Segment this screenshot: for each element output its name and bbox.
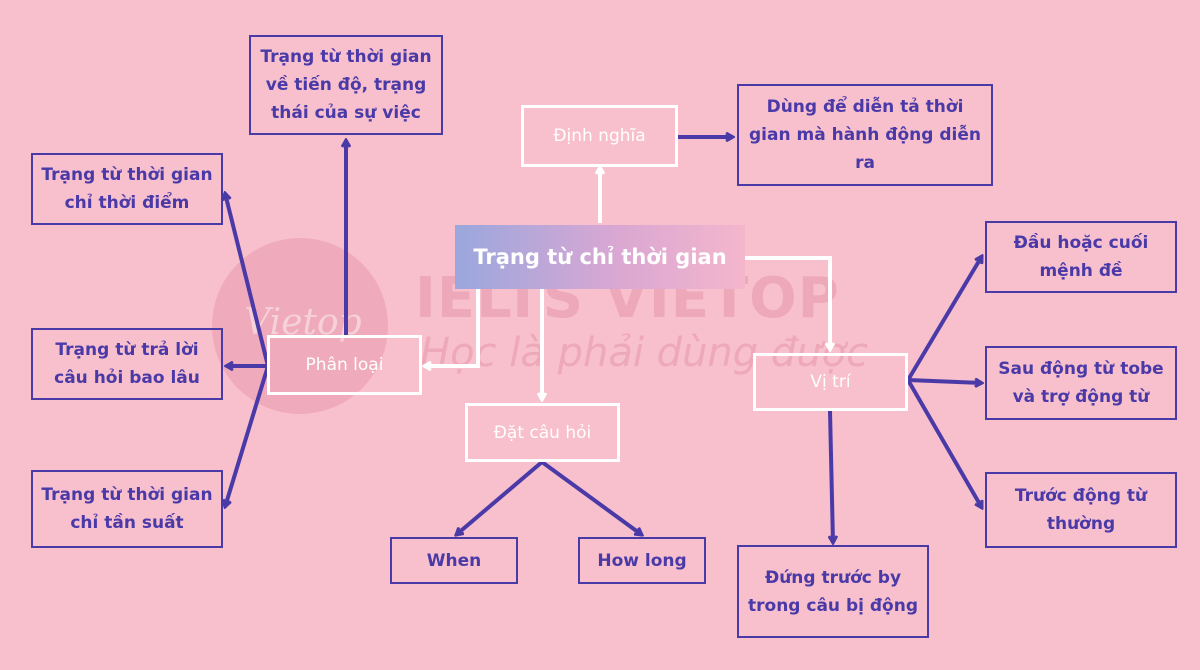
connector-position-start-end — [906, 256, 984, 382]
classification-node: Phân loại — [267, 335, 422, 395]
questions-node: Đặt câu hỏi — [465, 403, 620, 462]
classification-item-text: Trạng từ trả lời câu hỏi bao lâu — [54, 340, 200, 388]
classification-item-text: Trạng từ thời gian chỉ tần suất — [41, 485, 213, 533]
classification-item-text: Trạng từ thời gian về tiến độ, trạng thá… — [260, 47, 432, 123]
connector-position-after-tobe — [907, 380, 982, 383]
position-node: Vị trí — [753, 353, 908, 411]
classification-item-progress: Trạng từ thời gian về tiến độ, trạng thá… — [249, 35, 443, 135]
question-text: How long — [597, 550, 687, 571]
center-topic-label: Trạng từ chỉ thời gian — [473, 245, 727, 269]
connector-center-position — [745, 256, 830, 350]
classification-item-point-in-time: Trạng từ thời gian chỉ thời điểm — [31, 153, 223, 225]
classification-item-text: Trạng từ thời gian chỉ thời điểm — [41, 165, 213, 213]
position-item-text: Trước động từ thường — [1014, 486, 1148, 534]
question-when: When — [390, 537, 518, 584]
definition-label: Định nghĩa — [553, 126, 646, 146]
position-item-text: Đứng trước by trong câu bị động — [748, 567, 918, 616]
position-item-text: Đầu hoặc cuối mệnh đề — [1013, 233, 1149, 281]
position-item-before-by: Đứng trước by trong câu bị động — [737, 545, 929, 638]
connector-center-classification — [424, 289, 480, 366]
position-item-start-end: Đầu hoặc cuối mệnh đề — [985, 221, 1177, 293]
connector-position-before-by — [830, 410, 833, 543]
connector-questions-when — [456, 460, 544, 535]
position-item-after-tobe: Sau động từ tobe và trợ động từ — [985, 346, 1177, 420]
definition-node: Định nghĩa — [521, 105, 678, 167]
position-item-before-verb: Trước động từ thường — [985, 472, 1177, 548]
connector-questions-howlong — [540, 460, 642, 535]
question-text: When — [426, 550, 482, 571]
connector-position-before-verb — [906, 378, 984, 508]
position-label: Vị trí — [810, 372, 851, 392]
center-topic: Trạng từ chỉ thời gian — [455, 225, 745, 289]
definition-detail-node: Dùng để diễn tả thời gian mà hành động d… — [737, 84, 993, 186]
classification-item-frequency: Trạng từ thời gian chỉ tần suất — [31, 470, 223, 548]
definition-detail-text: Dùng để diễn tả thời gian mà hành động d… — [749, 97, 981, 173]
questions-label: Đặt câu hỏi — [493, 422, 592, 443]
connector-classification-point — [225, 193, 270, 367]
classification-label: Phân loại — [305, 355, 384, 375]
connector-classification-frequency — [225, 365, 270, 507]
question-how-long: How long — [578, 537, 706, 584]
classification-item-duration: Trạng từ trả lời câu hỏi bao lâu — [31, 328, 223, 400]
position-item-text: Sau động từ tobe và trợ động từ — [998, 359, 1164, 407]
